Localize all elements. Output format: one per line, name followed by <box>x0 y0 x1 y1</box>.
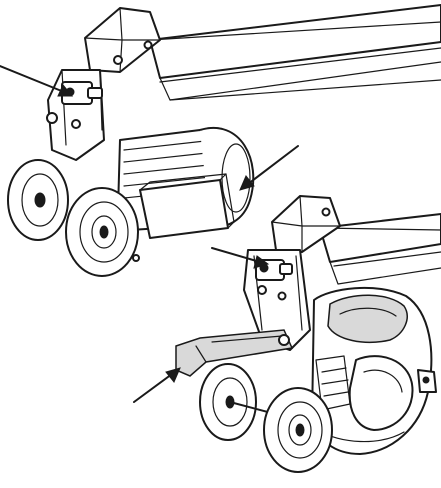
splitter-beam-gas <box>319 213 441 285</box>
motor-switch-box <box>139 173 235 239</box>
electric-log-splitter-view <box>0 4 441 277</box>
callout-arrow-control-valve-gas <box>211 247 270 269</box>
splitting-wedge <box>84 7 161 73</box>
control-valve <box>46 81 103 129</box>
callout-arrow-motor-switch <box>239 145 299 191</box>
gasoline-log-splitter-view <box>133 195 441 473</box>
splitter-beam <box>149 4 441 101</box>
front-wheel-gas <box>263 387 333 473</box>
gasoline-engine <box>311 286 437 455</box>
front-wheel-top <box>65 187 140 277</box>
callout-arrow-handle <box>133 367 181 403</box>
callout-arrow-control-valve <box>0 65 74 97</box>
rear-wheel-gas <box>199 363 299 441</box>
rear-wheel-top <box>7 159 69 241</box>
